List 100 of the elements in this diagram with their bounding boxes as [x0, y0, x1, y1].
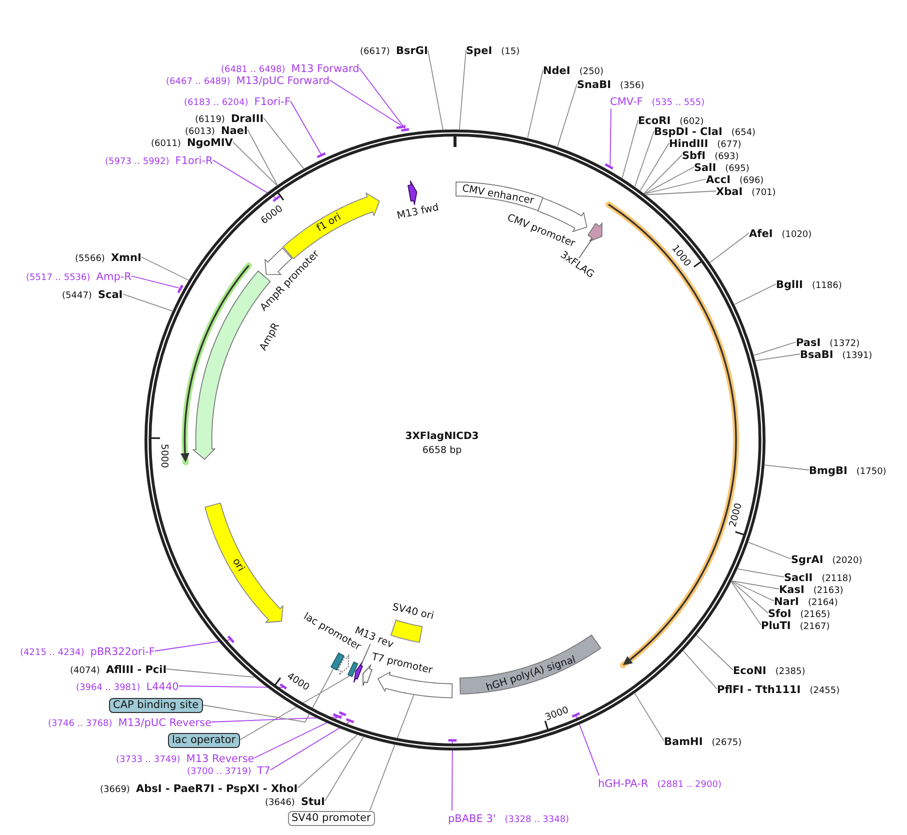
primer-label: (6183 .. 6204) F1ori-F	[184, 94, 290, 108]
feature-block	[362, 651, 434, 686]
leader-line	[644, 166, 694, 194]
leader-line	[731, 582, 762, 626]
leader-line	[764, 464, 810, 470]
feature-block	[330, 652, 345, 672]
leader-line	[754, 342, 796, 356]
restriction-site-label: XbaI (701)	[716, 184, 776, 198]
leader-line	[731, 581, 768, 614]
leader-line	[254, 714, 343, 758]
leader-line	[737, 568, 784, 578]
primer-site-mark	[570, 712, 581, 718]
restriction-site-label: (6617) BsrGI	[360, 42, 428, 58]
feature-tag: lac operator	[168, 732, 240, 748]
leader-line	[732, 580, 780, 590]
leader-line	[634, 130, 654, 187]
feature-block	[455, 181, 544, 212]
leader-line	[178, 686, 284, 688]
leader-line	[682, 650, 718, 690]
leader-line	[232, 142, 278, 186]
primer-label: (4215 .. 4234) pBR322ori-F	[20, 644, 155, 658]
feature-label: M13 fwd	[396, 202, 440, 222]
restriction-site-label: SacII (2118)	[784, 570, 852, 584]
leader-line	[369, 694, 414, 811]
restriction-site-label: (5447) ScaI	[62, 286, 123, 302]
feature-tag: SV40 promoter	[288, 810, 375, 826]
restriction-site-label: BmgBI (1750)	[809, 462, 886, 478]
primer-label: (3700 .. 3719) T7	[187, 762, 270, 778]
leader-line	[166, 668, 255, 678]
position-number: 3000	[544, 704, 570, 723]
leader-line	[527, 70, 544, 138]
restriction-site-label: (6011) NgoMIV	[151, 134, 233, 150]
leader-line	[427, 50, 444, 130]
leader-line	[290, 100, 322, 155]
leader-line	[122, 294, 173, 312]
leader-line	[710, 232, 750, 263]
primer-label: hGH-PA-R (2881 .. 2900)	[598, 776, 722, 790]
leader-line	[358, 68, 406, 130]
leader-line	[270, 722, 350, 770]
leader-line	[212, 160, 276, 198]
restriction-site-label: NdeI (250)	[543, 62, 604, 78]
restriction-site-label: (5566) XmnI	[75, 250, 142, 264]
restriction-site-label: PluTI (2167)	[761, 618, 830, 632]
leader-line	[131, 276, 180, 288]
leader-line	[576, 715, 600, 776]
restriction-site-label: BamHI (2675)	[664, 734, 742, 748]
leader-line	[640, 142, 670, 191]
restriction-site-label: AccI (696)	[706, 172, 764, 186]
restriction-site-label: SfoI (2165)	[768, 606, 830, 620]
primer-label: (3964 .. 3981) L4440	[76, 678, 179, 694]
position-number: 2000	[728, 502, 745, 528]
primer-site-mark	[344, 718, 355, 724]
leader-line	[324, 736, 364, 802]
feature-label: ori	[230, 557, 246, 574]
primer-label: pBABE 3' (3328 .. 3348)	[448, 810, 570, 826]
primer-site-mark	[400, 128, 410, 132]
primer-label: (6467 .. 6489) M13/pUC Forward	[166, 72, 330, 88]
restriction-site-label: SnaBI (356)	[577, 76, 644, 92]
primer-site-mark	[279, 682, 288, 690]
restriction-site-label: SalI (695)	[694, 160, 750, 174]
leader-line	[202, 668, 334, 722]
restriction-site-label: PflFI - Tth111I (2455)	[717, 682, 840, 696]
leader-line	[696, 634, 734, 670]
primer-site-mark	[604, 163, 615, 170]
feature-block	[204, 502, 284, 624]
primer-label: (5973 .. 5992) F1ori-R	[105, 152, 213, 168]
leader-line	[154, 640, 230, 652]
restriction-site-label: BsaBI (1391)	[800, 346, 872, 362]
feature-block	[346, 660, 358, 678]
primer-site-mark	[176, 284, 184, 294]
leader-line	[239, 676, 350, 740]
feature-block	[377, 671, 454, 699]
feature-label: SV40 ori	[391, 602, 435, 622]
restriction-site-label: (6013) NaeI	[185, 122, 248, 138]
primer-label: (6481 .. 6498) M13 Forward	[221, 60, 360, 76]
primer-site-mark	[316, 152, 328, 159]
restriction-site-label: SgrAI (2020)	[791, 552, 862, 566]
leader-line	[644, 178, 706, 194]
restriction-site-label: NarI (2164)	[774, 594, 838, 608]
primer-site-mark	[446, 738, 458, 742]
leader-line	[645, 190, 716, 196]
restriction-site-label: BglII (1186)	[776, 276, 842, 292]
position-number: 4000	[284, 671, 311, 694]
leader-line	[211, 716, 338, 722]
leader-line	[452, 740, 453, 811]
feature-block	[458, 634, 602, 695]
leader-line	[329, 80, 402, 126]
plasmid-name: 3XFlagNICD3	[405, 431, 479, 443]
restriction-site-label: SpeI (15)	[466, 42, 520, 58]
restriction-site-label: PasI (1372)	[796, 334, 860, 350]
feature-label: f1 ori	[315, 211, 344, 234]
primer-label: (3733 .. 3749) M13 Reverse	[116, 750, 254, 766]
restriction-site-label: (3646) StuI	[265, 794, 325, 808]
position-number: 5000	[158, 444, 170, 468]
leader-line	[748, 542, 792, 560]
restriction-site-label: AfeI (1020)	[749, 226, 812, 240]
primer-site-mark	[226, 634, 235, 644]
feature-label: CMV enhancer	[461, 183, 535, 206]
leader-line	[610, 108, 612, 166]
restriction-site-label: EcoRI (602)	[638, 112, 704, 128]
